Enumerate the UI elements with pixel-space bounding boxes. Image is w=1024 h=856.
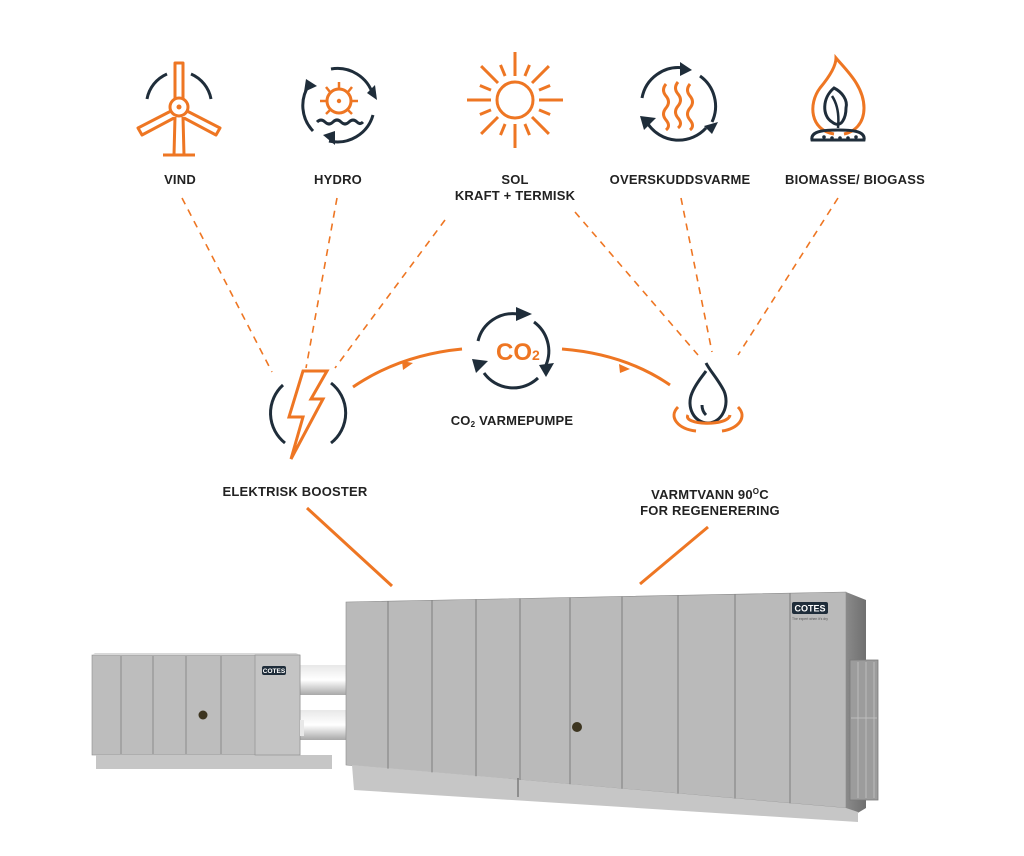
- sun-ray: [499, 64, 507, 77]
- large-unit-logo-badge: [792, 602, 828, 614]
- connector-hydro-booster: [305, 197, 338, 369]
- connector-biomasse-hotwater: [737, 197, 839, 356]
- sun-ray: [523, 123, 531, 136]
- large-unit-tagline: The expert when it's dry: [792, 617, 828, 621]
- sun-ray: [499, 123, 507, 136]
- label-co2-varmepumpe: CO2 VARMEPUMPE: [450, 413, 574, 429]
- label-overskuddsvarme: OVERSKUDDSVARME: [609, 172, 751, 187]
- sun-ray: [523, 64, 531, 77]
- sun-ray: [538, 84, 551, 92]
- sun-ray: [479, 84, 492, 92]
- sun-ray: [538, 108, 551, 116]
- connector-sol-booster: [334, 219, 446, 369]
- flow-arc-heatpump-to-hotwater: [561, 347, 671, 387]
- large-unit-panel-seams: [387, 593, 791, 804]
- lightning-bolt-icon: [269, 369, 348, 460]
- label-varmtvann-line1: VARMTVANN 90OC: [651, 487, 769, 502]
- small-unit-logo-badge: [262, 666, 286, 675]
- sun-ray: [480, 65, 500, 85]
- co2-icon-text: CO2: [496, 339, 540, 366]
- sun-rays: [467, 52, 563, 148]
- label-biomasse: BIOMASSE/ BIOGASS: [785, 172, 925, 187]
- large-unit-handle: [572, 722, 582, 732]
- biomass-flame-icon: [810, 53, 866, 142]
- co2-cycle-icon: CO2: [472, 307, 554, 390]
- sun-ray: [480, 115, 500, 135]
- label-sol: SOL KRAFT + TERMISK: [430, 172, 600, 204]
- sun-icon: [467, 52, 563, 148]
- sun-ray: [530, 65, 550, 85]
- hydro-cycle-icon: [301, 66, 377, 145]
- waste-heat-cycle-icon: [640, 62, 718, 142]
- label-sol-line1: SOL: [501, 172, 529, 187]
- label-vind: VIND: [164, 172, 196, 187]
- small-unit-handle: [198, 710, 208, 720]
- connecting-pipe-top: [300, 665, 350, 695]
- large-unit-brand: COTES: [794, 604, 825, 614]
- label-elektrisk-booster: ELEKTRISK BOOSTER: [222, 484, 368, 499]
- flow-arc-booster-to-heatpump: [352, 347, 463, 389]
- connector-sol-hotwater: [574, 211, 699, 356]
- flow-arrowhead-2: [619, 364, 630, 373]
- line-booster-to-unit: [305, 506, 394, 588]
- label-varmtvann: VARMTVANN 90OC FOR REGENERERING: [620, 484, 800, 519]
- label-hydro: HYDRO: [314, 172, 362, 187]
- large-dehumidifier-unit: COTES The expert when it's dry: [345, 591, 879, 822]
- side-filter-grille: [849, 659, 879, 801]
- connector-overskudd-hotwater: [680, 197, 713, 353]
- wind-turbine-icon: [136, 61, 222, 157]
- connecting-pipe-bottom: [300, 710, 350, 740]
- sun-ray: [530, 115, 550, 135]
- connector-vind-booster: [181, 197, 273, 373]
- water-drop-icon: [672, 362, 744, 433]
- small-dehumidifier-unit: COTES: [91, 653, 350, 769]
- dashed-connectors: [181, 197, 839, 373]
- label-varmtvann-line2: FOR REGENERERING: [640, 503, 780, 518]
- small-unit-brand: COTES: [263, 668, 286, 675]
- label-sol-line2: KRAFT + TERMISK: [454, 188, 576, 203]
- flow-arrowhead-1: [402, 361, 413, 370]
- line-hotwater-to-unit: [639, 525, 709, 586]
- sun-ray: [479, 108, 492, 116]
